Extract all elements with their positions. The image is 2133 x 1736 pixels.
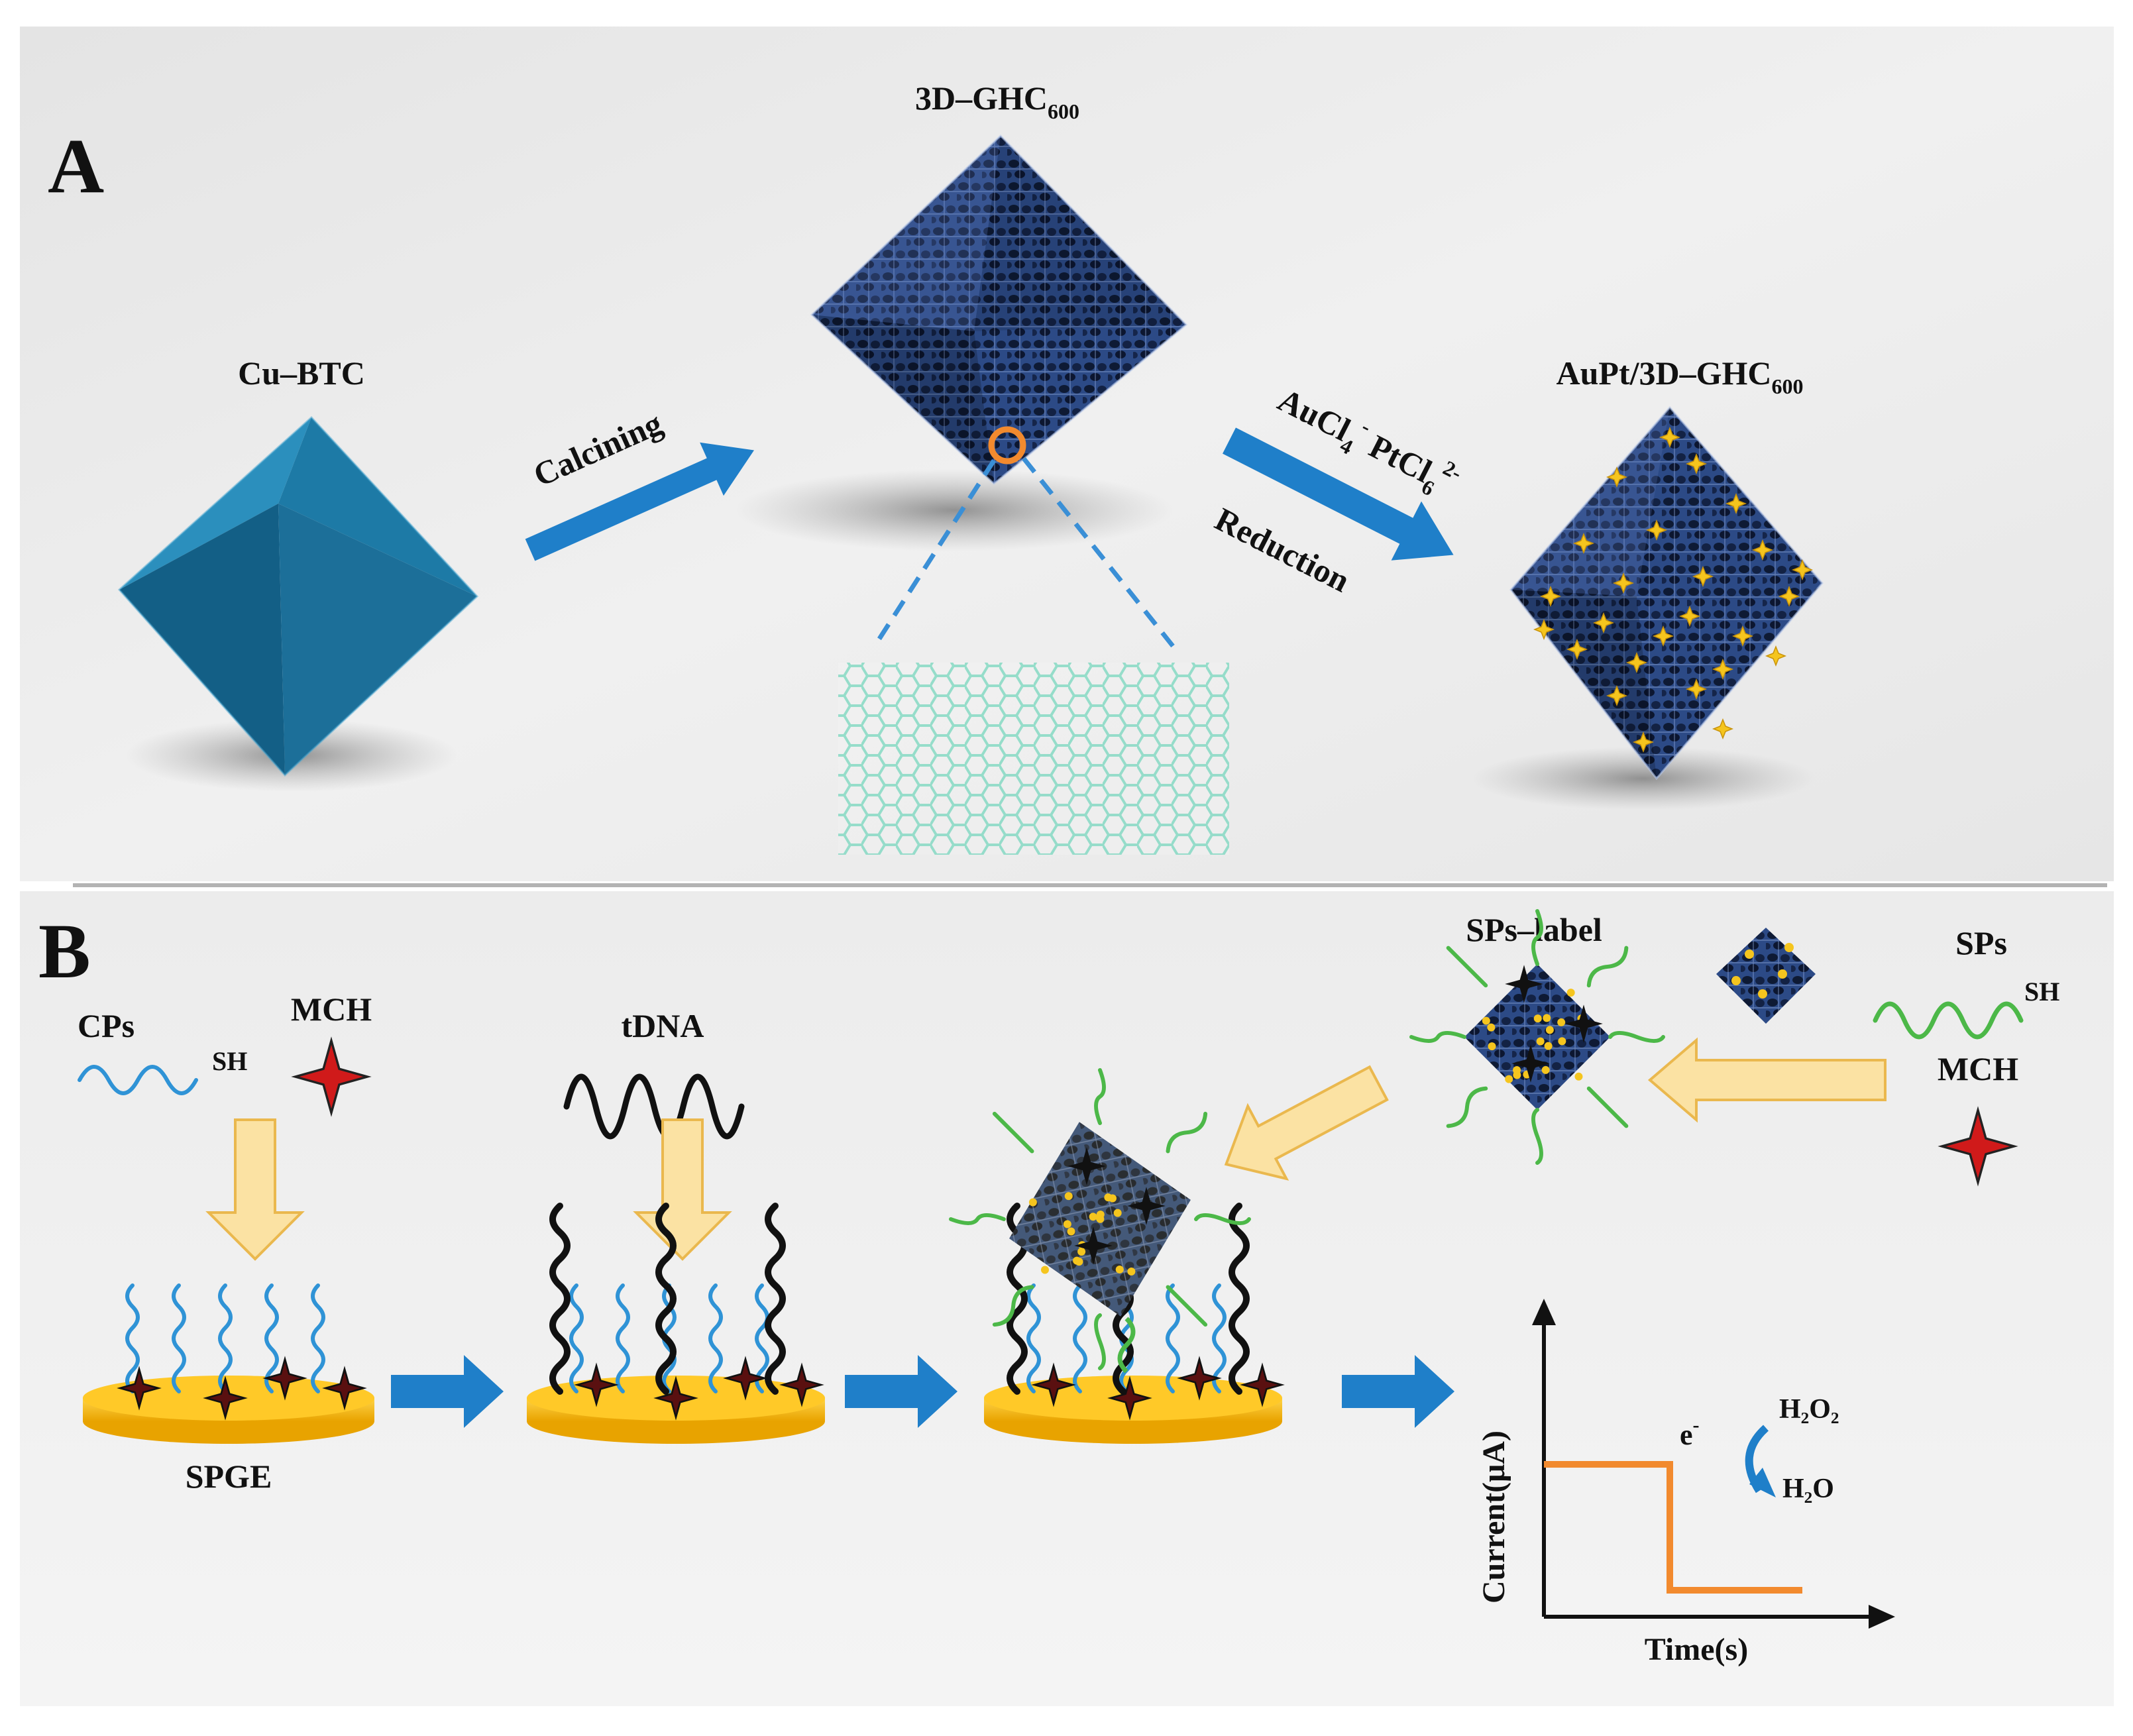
gold-particle	[1784, 943, 1794, 952]
spge-label: SPGE	[186, 1458, 272, 1495]
sps-title: SPs	[1955, 924, 2007, 961]
gold-particle	[1067, 1227, 1075, 1235]
gold-particle	[1537, 1038, 1545, 1046]
cps-label: CPs	[78, 1007, 135, 1044]
gold-particle	[1482, 1017, 1490, 1025]
graph-xlabel: Time(s)	[1645, 1632, 1748, 1667]
gold-particle	[1487, 1024, 1495, 1032]
cu-btc-label: Cu–BTC	[238, 354, 365, 392]
gold-particle	[1778, 969, 1787, 979]
gold-particle	[1545, 1042, 1553, 1050]
mch-label: MCH	[291, 991, 372, 1028]
gold-particle	[1089, 1213, 1097, 1221]
ghc-shadow	[736, 469, 1173, 551]
gold-particle	[1488, 1042, 1496, 1050]
gold-particle	[1543, 1014, 1551, 1022]
gold-particle	[1731, 976, 1741, 985]
gold-particle	[1127, 1268, 1135, 1275]
gold-particle	[1041, 1266, 1049, 1274]
gold-particle	[1574, 1073, 1582, 1081]
gold-particle	[1114, 1209, 1122, 1217]
sps-sh-label: SH	[2024, 977, 2059, 1006]
panel-b-letter: B	[38, 908, 91, 995]
gold-particle	[1758, 989, 1767, 999]
gold-particle	[1558, 1037, 1566, 1045]
tdna-label: tDNA	[622, 1007, 704, 1044]
gold-particle	[1745, 949, 1754, 959]
gold-particle	[1546, 1026, 1554, 1034]
gold-particle	[1542, 1066, 1550, 1074]
gold-particle	[1505, 1075, 1513, 1083]
graph-ylabel: Current(μA)	[1476, 1431, 1511, 1603]
gold-particle	[1104, 1193, 1112, 1201]
graphene-sheet	[838, 663, 1229, 855]
gold-particle	[1513, 1071, 1521, 1079]
gold-particle	[1567, 989, 1575, 997]
mch2-label: MCH	[1938, 1050, 2018, 1087]
gold-particle	[1065, 1192, 1073, 1200]
h2o2-label: H₂O₂	[1779, 1394, 1839, 1425]
gold-particle	[1029, 1199, 1037, 1207]
panel-a-letter: A	[48, 123, 104, 209]
cps-sh-label: SH	[212, 1046, 247, 1076]
gold-particle	[1534, 1014, 1542, 1022]
gold-particle	[1116, 1266, 1124, 1274]
gold-particle	[1064, 1221, 1071, 1228]
h2o-label: H₂O	[1782, 1474, 1834, 1504]
gold-particle	[1075, 1258, 1083, 1266]
gold-particle	[1557, 1018, 1565, 1026]
